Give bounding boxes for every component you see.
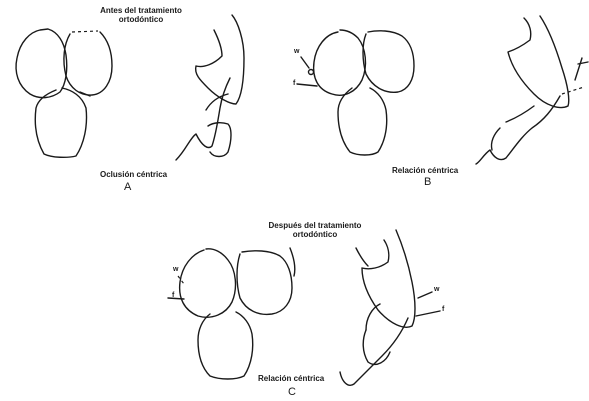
panel-c-lower-incisor-profile	[340, 304, 408, 385]
panel-b-lateral-view	[476, 16, 588, 164]
panel-b-f-label: f	[293, 80, 295, 88]
panel-a-letter: A	[124, 181, 131, 193]
panel-c-f-label-left: f	[172, 292, 174, 300]
panel-c-frontal-view	[168, 248, 295, 379]
panel-c-upper-left-tooth	[180, 249, 236, 317]
panel-b-frontal-view	[297, 30, 414, 155]
panel-a-upper-left-tooth	[16, 29, 67, 98]
panel-c-letter: C	[288, 386, 296, 398]
panel-a-frontal-view	[16, 29, 112, 157]
panel-c-lower-incisor-crown	[363, 330, 390, 364]
panel-a-title: Antes del tratamiento ortodóntico	[86, 6, 196, 24]
panel-a-lower-tooth	[35, 88, 86, 157]
panel-b-caption: Relación céntrica	[392, 166, 458, 175]
panel-a-upper-right-tooth-incisal-dash	[72, 31, 98, 32]
panel-b-w-label: w	[294, 48, 299, 56]
panel-c-f-pointer-line	[168, 298, 184, 299]
panel-a-upper-right-tooth	[64, 32, 112, 95]
panel-c-title: Después del tratamiento ortodóntico	[256, 221, 374, 239]
panel-c-title-line2: ortodóntico	[256, 230, 374, 239]
panel-c-upper-right-tooth	[237, 251, 292, 315]
panel-b-w-pointer-line	[301, 57, 309, 68]
panel-b-lower-tooth	[338, 88, 387, 155]
panel-b-right-pointer-line	[575, 58, 582, 80]
panel-b-upper-left-tooth	[314, 30, 366, 95]
panel-c-right-w-pointer-line	[418, 292, 432, 298]
panel-c-right-f-pointer-line	[416, 311, 440, 316]
panel-a-upper-incisor-profile	[196, 15, 244, 104]
panel-b-contact-point-marker	[309, 70, 314, 75]
panel-b-f-pointer-line	[297, 84, 317, 86]
panel-b-contact-dash	[562, 87, 584, 94]
panel-b-upper-right-tooth	[363, 31, 414, 93]
panel-a-title-line2: ortodóntico	[86, 15, 196, 24]
panel-c-w-label-left: w	[173, 266, 178, 274]
panel-c-f-label-right: f	[442, 306, 444, 314]
panel-c-lower-tooth	[198, 312, 253, 379]
panel-c-lateral-view	[340, 230, 440, 385]
panel-a-caption: Oclusión céntrica	[100, 170, 167, 179]
panel-a-lateral-view	[176, 15, 244, 160]
panel-a-title-line1: Antes del tratamiento	[86, 6, 196, 15]
panel-b-lower-incisor-profile	[476, 96, 560, 164]
panel-c-caption: Relación céntrica	[258, 374, 324, 383]
panel-b-lateral-pointer-line	[578, 62, 588, 64]
panel-a-lower-incisor-crown	[208, 123, 231, 157]
panel-c-upper-incisor-profile	[356, 230, 415, 327]
panel-b-lower-incisor-crown	[491, 128, 500, 150]
panel-a-lower-incisor-profile	[176, 78, 230, 160]
panel-b-letter: B	[424, 176, 431, 188]
panel-b-upper-incisor-profile	[508, 16, 569, 108]
panel-c-w-label-right: w	[434, 286, 439, 294]
panel-c-title-line1: Después del tratamiento	[256, 221, 374, 230]
